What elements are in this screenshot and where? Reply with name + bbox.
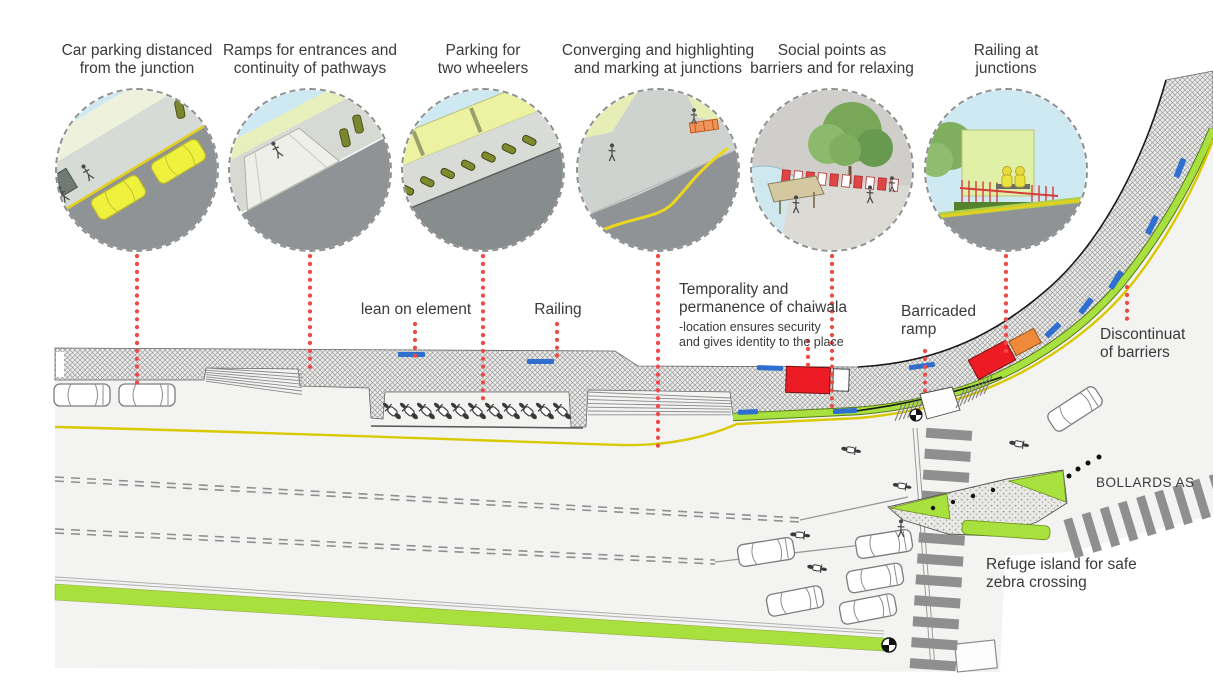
zebra-crossing-vertical xyxy=(909,427,973,672)
barricaded-ramp-surface xyxy=(919,386,961,420)
vignette-railing xyxy=(926,90,1086,250)
vignette-two-wheeler-parking xyxy=(403,90,563,250)
chaiwala-stall xyxy=(967,339,1017,381)
callout-label-converging: Converging and highlighting and marking … xyxy=(561,42,755,78)
ramp-lines-left xyxy=(205,367,303,395)
ramp-barricade-right xyxy=(955,375,993,409)
yellow-edge-line xyxy=(54,139,1213,447)
callout-circle-car-parking xyxy=(55,88,219,252)
annotation-chaiwala-title: Temporality and permanence of chaiwala xyxy=(679,281,848,317)
zebra-crossing-right xyxy=(1063,473,1213,559)
vignette-car-parking xyxy=(57,90,217,250)
callout-label-railing: Railing at junctions xyxy=(973,42,1039,78)
callout-label-ramps: Ramps for entrances and continuity of pa… xyxy=(222,42,398,78)
annotation-chaiwala-note: -location ensures security and gives ide… xyxy=(679,319,844,349)
lean-on-elements xyxy=(398,157,1187,415)
manhole-icon xyxy=(881,637,897,653)
lane-divider-dashed xyxy=(54,476,801,565)
callout-circle-railing xyxy=(924,88,1088,252)
chaiwala-stall xyxy=(785,365,831,395)
callout-label-car-parking: Car parking distanced from the junction xyxy=(61,42,213,78)
footpath-notch xyxy=(56,352,64,377)
manhole-icon xyxy=(909,408,923,422)
leader-lines xyxy=(134,253,1130,451)
annotation-refuge-island: Refuge island for safe zebra crossing xyxy=(986,556,1137,592)
callout-label-two-wheelers: Parking for two wheelers xyxy=(437,42,529,78)
car-icon xyxy=(53,383,111,407)
green-edge-strip-fill xyxy=(732,127,1213,421)
callout-circle-social-points xyxy=(750,88,914,252)
callout-circle-two-wheeler-parking xyxy=(401,88,565,252)
callout-label-social: Social points as barriers and for relaxi… xyxy=(750,42,914,78)
vignette-social-points xyxy=(752,90,912,250)
vignette-ramps xyxy=(230,90,390,250)
refuge-island xyxy=(887,469,1068,541)
callout-circle-converging xyxy=(576,88,740,252)
stall-orange xyxy=(1008,327,1042,357)
vehicle-outline xyxy=(953,639,999,673)
vignette-converging xyxy=(578,90,738,250)
annotation-bollards: BOLLARDS AS xyxy=(1096,475,1195,490)
stall-cart xyxy=(832,368,850,392)
green-median xyxy=(54,576,897,653)
car-icon xyxy=(118,383,176,407)
annotation-railing: Railing xyxy=(534,301,582,318)
callout-circle-ramps xyxy=(228,88,392,252)
annotation-discontinuity: Discontinuat of barriers xyxy=(1100,326,1186,362)
bollard-row-icon xyxy=(1066,454,1102,479)
bollard-icon xyxy=(930,487,996,511)
bay-edge xyxy=(370,425,584,429)
curve-outer-edge xyxy=(857,79,1167,368)
annotation-barricaded-ramp: Barricaded ramp xyxy=(901,303,976,339)
annotation-lean-on-element: lean on element xyxy=(360,301,472,318)
annotation-chaiwala: Temporality and permanence of chaiwala -… xyxy=(679,281,859,350)
